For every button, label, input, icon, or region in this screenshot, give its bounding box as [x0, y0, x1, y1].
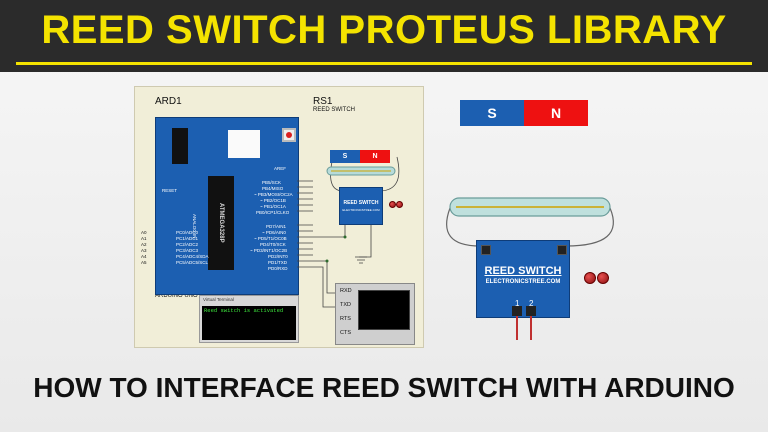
indicator-led [396, 201, 403, 208]
left-pin-label: PC3/ADC3 [176, 248, 199, 253]
reset-pin-label: RESET [162, 188, 178, 193]
analog-pin-number: A5 [141, 260, 147, 265]
indicator-led [584, 272, 596, 284]
banner-title: REED SWITCH PROTEUS LIBRARY [41, 8, 727, 52]
right-pin-label: PB0/ICP1/CLKO [256, 210, 290, 215]
footer-title: HOW TO INTERFACE REED SWITCH WITH ARDUIN… [33, 372, 735, 403]
left-pin-label: PC1/ADC1 [176, 236, 199, 241]
left-pin-label: PC2/ADC2 [176, 242, 199, 247]
virtual-terminal-window[interactable]: Virtual Terminal Reed switch is activate… [199, 295, 299, 343]
right-pin-label: PB5/SCK [262, 180, 282, 185]
analog-in-label: ANALOG IN [192, 214, 197, 239]
schematic-panel: ARD1 ARDUINO UNO RS1 REED SWITCH RESET A… [134, 86, 424, 348]
left-pin-label: PC5/ADC5/SCL [176, 260, 209, 265]
right-pin-label: PD1/TXD [268, 260, 288, 265]
reed-switch-module-small: REED SWITCH ELECTRONICSTREE.COM [339, 187, 383, 225]
right-pin-label: PD4/T0/XCK [260, 242, 286, 247]
right-pin-label: PD2/INT0 [268, 254, 288, 259]
terminal-screen [358, 290, 410, 330]
mcu-chip [208, 176, 234, 270]
mounting-screw [481, 245, 491, 255]
virtual-terminal-output: Reed switch is activated [204, 307, 284, 314]
magnet-north-pole: N [524, 100, 588, 126]
banner-underline [16, 62, 752, 65]
virtual-terminal-screen: Reed switch is activated [202, 306, 296, 340]
right-pin-label: ~ PB1/OC1A [260, 204, 286, 209]
analog-pin-number: A4 [141, 254, 147, 259]
module-pin-1-label: 1 [515, 299, 520, 308]
analog-pin-number: A1 [141, 236, 147, 241]
right-pin-label: ~ PD6/AIN0 [262, 230, 286, 235]
right-pin-label: ~ PD5/T1/OC0B [254, 236, 287, 241]
analog-pin-number: A0 [141, 230, 147, 235]
virtual-terminal-title: Virtual Terminal [203, 297, 234, 302]
terminal-pin-label: RXD [340, 288, 352, 294]
right-pin-label: ~ PB3/MOSI/OC2A [254, 192, 293, 197]
terminal-pin-label: RTS [340, 316, 351, 322]
arduino-board: RESET AREF ATMEGA328P PB5/SCK PB4/MISO ~… [155, 117, 299, 295]
left-pin-label: PC0/ADC0 [176, 230, 199, 235]
magnet-south-pole: S [460, 100, 524, 126]
small-module-title: REED SWITCH [343, 200, 379, 206]
right-pin-label: PD0/RXD [268, 266, 288, 271]
virtual-terminal-instrument: RXD TXD RTS CTS [335, 283, 415, 345]
reed-ref-label: RS1 [313, 96, 333, 107]
usb-port [172, 128, 188, 164]
arduino-model-label: ARDUINO UNO [155, 293, 198, 299]
magnet-small-north: N [360, 150, 390, 163]
module-title: REED SWITCH [484, 265, 562, 277]
analog-pin-number: A2 [141, 242, 147, 247]
reed-switch-glass-large [446, 197, 614, 247]
small-module-subtitle: ELECTRONICSTREE.COM [342, 208, 380, 212]
indicator-led [597, 272, 609, 284]
module-header-pins [512, 306, 536, 340]
right-pin-label: ~ PD3/INT1/OC2B [250, 248, 288, 253]
right-pin-label: PD7/AIN1 [266, 224, 287, 229]
magnet-small: S N [330, 150, 390, 163]
aref-pin-label: AREF [274, 166, 287, 171]
right-pin-label: ~ PB2/OC1B [260, 198, 286, 203]
reed-name-label: REED SWITCH [313, 107, 355, 113]
mounting-screw [557, 245, 567, 255]
module-pin-2-label: 2 [529, 299, 534, 308]
schematic-wires [297, 156, 400, 308]
title-banner: REED SWITCH PROTEUS LIBRARY [0, 0, 768, 72]
reed-switch-glass-small [326, 166, 396, 176]
left-pin-label: PC4/ADC4/SDA [176, 254, 209, 259]
arduino-ref-label: ARD1 [155, 96, 182, 107]
analog-pin-number: A3 [141, 248, 147, 253]
module-subtitle: ELECTRONICSTREE.COM [485, 279, 561, 285]
mcu-chip-label: ATMEGA328P [218, 203, 224, 243]
power-jack [228, 130, 260, 158]
reed-switch-module: REED SWITCH ELECTRONICSTREE.COM 1 2 [476, 240, 570, 318]
magnet-small-south: S [330, 150, 360, 163]
right-pin-label: PB4/MISO [262, 186, 284, 191]
terminal-pin-label: CTS [340, 330, 351, 336]
magnet-large: S N [460, 100, 588, 126]
terminal-pin-label: TXD [340, 302, 351, 308]
indicator-led [389, 201, 396, 208]
reset-button[interactable] [282, 128, 296, 142]
